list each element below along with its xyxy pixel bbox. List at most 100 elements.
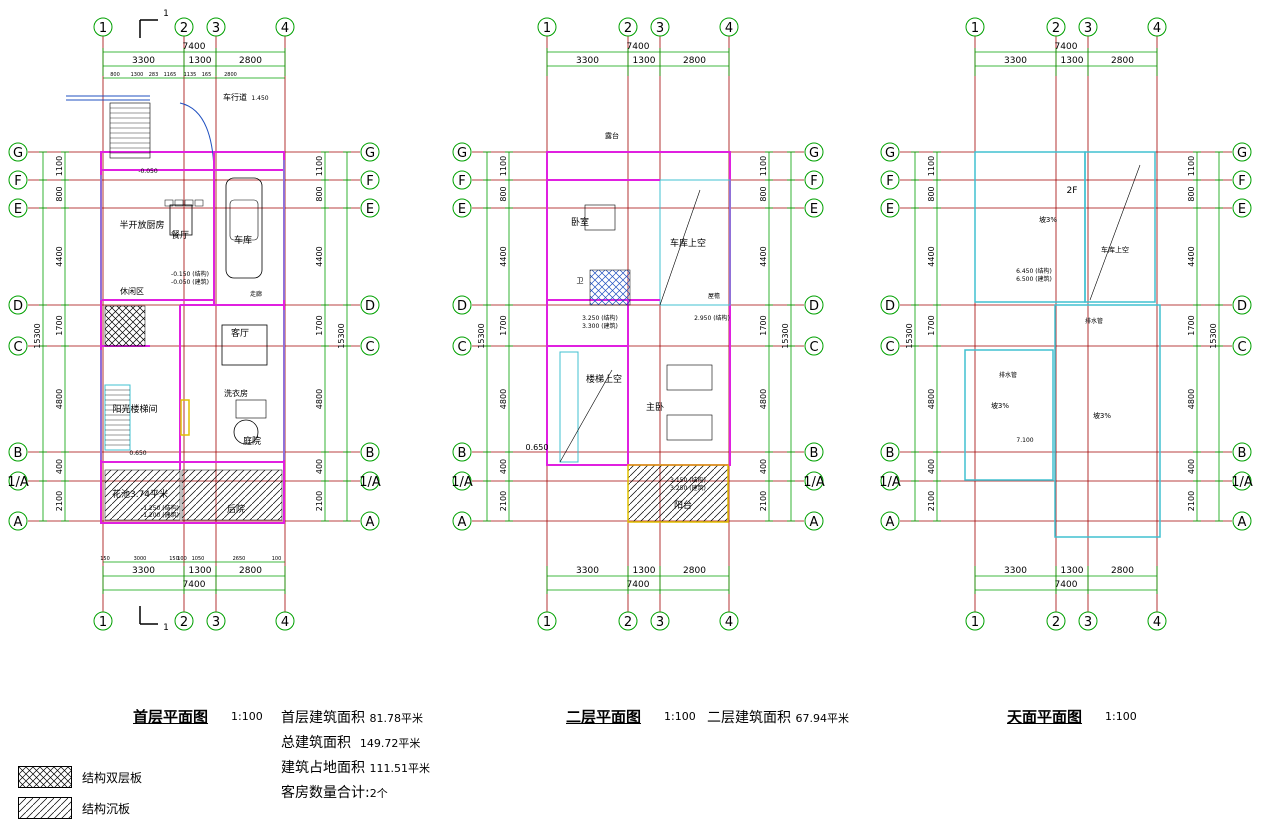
- dining-table: [169, 204, 193, 236]
- col-bubble-4-top-label: 4: [281, 21, 289, 36]
- col-bubble-2-bottom-label: 2: [180, 615, 188, 630]
- row-bubble-A-right-label: A: [366, 515, 375, 530]
- dim-right-total: 15300: [337, 323, 346, 348]
- row-bubble-G-right-circle: [1232, 142, 1252, 162]
- row-bubble-D-right-label: D: [365, 299, 375, 314]
- bed-2a: [666, 364, 713, 391]
- dim-right-row-2: 4400: [1187, 246, 1196, 266]
- row-bubble-D-right-label: D: [1237, 299, 1247, 314]
- room-kitchen: 半开放厨房: [119, 219, 164, 231]
- row-bubble-C-left-label: C: [885, 340, 894, 355]
- row-bubble-1/A-left-label: 1/A: [451, 475, 473, 490]
- row-bubble-E-left-circle: [880, 198, 900, 218]
- roof-slope-1: 坡3%: [1039, 215, 1057, 224]
- dim-right-row-3: 1700: [759, 315, 768, 335]
- dim-left-total: 15300: [477, 323, 486, 348]
- row-bubble-C-left-label: C: [457, 340, 466, 355]
- entry-curve: [179, 102, 215, 171]
- dim-sub-bottom-4: 1050: [192, 556, 205, 562]
- row-bubble-1/A-right-circle: [804, 471, 824, 491]
- col-bubble-2-bottom-label: 2: [1052, 615, 1060, 630]
- row-bubble-E-left-label: E: [458, 202, 466, 217]
- col-bubble-1-top-label: 1: [971, 21, 979, 36]
- row-bubble-B-right-circle: [1232, 442, 1252, 462]
- dim-left-row-4: 4800: [927, 389, 936, 409]
- dim-left-row-1: 800: [927, 186, 936, 201]
- dim-right-row-1: 800: [1187, 186, 1196, 201]
- entry-railing: [66, 95, 150, 101]
- courtyard-table: [235, 399, 267, 419]
- dim-left-row-2: 4400: [55, 246, 64, 266]
- col-bubble-1-bottom-label: 1: [543, 615, 551, 630]
- upper-double-slab: [589, 269, 631, 306]
- col-bubble-2-top-label: 2: [180, 21, 188, 36]
- row-bubble-G-right-circle: [804, 142, 824, 162]
- round-table: [233, 419, 259, 445]
- dim-left-row-5: 400: [927, 459, 936, 474]
- row-bubble-G-right-label: G: [1237, 146, 1247, 161]
- row-bubble-D-right-circle: [1232, 295, 1252, 315]
- col-bubble-4-top-circle: [719, 17, 739, 37]
- dim-sub-top-4: 1135: [184, 72, 197, 78]
- dim-sub-top-2: 283: [149, 72, 159, 78]
- room-living: 客厅: [231, 327, 249, 339]
- dim-bay-top-3: 2800: [683, 56, 706, 66]
- dining-chair: [174, 199, 184, 207]
- dim-bay-bottom-2: 1300: [633, 566, 656, 576]
- row-bubble-B-left-label: B: [458, 446, 467, 461]
- col-bubble-4-bottom-circle: [275, 611, 295, 631]
- col-bubble-3-bottom-label: 3: [1084, 615, 1092, 630]
- col-bubble-3-top-circle: [1078, 17, 1098, 37]
- dim-right-row-5: 400: [1187, 459, 1196, 474]
- dim-right-row-6: 2100: [315, 491, 324, 511]
- dim-right-row-0: 1100: [759, 156, 768, 176]
- col-bubble-2-bottom-circle: [174, 611, 194, 631]
- row-bubble-F-right-circle: [1232, 170, 1252, 190]
- garage-car-roof: [229, 199, 259, 241]
- row-bubble-B-left-label: B: [886, 446, 895, 461]
- col-bubble-1-bottom-label: 1: [971, 615, 979, 630]
- row-bubble-C-left-label: C: [13, 340, 22, 355]
- dim-left-total: 15300: [33, 323, 42, 348]
- dim-sub-bottom-5: 2650: [233, 556, 246, 562]
- row-bubble-C-left-circle: [452, 336, 472, 356]
- row-bubble-E-right-circle: [360, 198, 380, 218]
- row-bubble-1/A-left-circle: [880, 471, 900, 491]
- row-bubble-1/A-left-circle: [452, 471, 472, 491]
- dim-bay-top-3: 2800: [1111, 56, 1134, 66]
- row-bubble-G-left-label: G: [457, 146, 467, 161]
- dim-left-row-0: 1100: [55, 156, 64, 176]
- dim-right-row-3: 1700: [315, 315, 324, 335]
- row-bubble-1/A-right-circle: [1232, 471, 1252, 491]
- row-bubble-C-right-circle: [804, 336, 824, 356]
- roof-pipe-2: 排水管: [999, 371, 1017, 379]
- dim-total-bottom-label: 7400: [183, 580, 206, 590]
- dim-bay-top-2: 1300: [1061, 56, 1084, 66]
- room-terrace: 露台: [605, 131, 619, 140]
- row-bubble-C-right-label: C: [365, 340, 374, 355]
- row-bubble-B-right-circle: [360, 442, 380, 462]
- room-count-line: 客房数量合计:2个: [281, 782, 388, 802]
- dim-sub-bottom-6: 100: [272, 556, 282, 562]
- dining-chair: [184, 199, 194, 207]
- dim-bay-bottom-1: 3300: [132, 566, 155, 576]
- col-bubble-4-top-circle: [1147, 17, 1167, 37]
- col-bubble-4-top-circle: [275, 17, 295, 37]
- room-garage-void: 车库上空: [670, 237, 706, 249]
- row-bubble-B-left-label: B: [14, 446, 23, 461]
- dim-right-total: 15300: [781, 323, 790, 348]
- col-bubble-2-top-circle: [618, 17, 638, 37]
- dim-bay-bottom-3: 2800: [239, 566, 262, 576]
- total-area-line: 总建筑面积 149.72平米: [281, 732, 420, 752]
- room-stair-void: 楼梯上空: [586, 373, 622, 385]
- row-bubble-A-left-label: A: [458, 515, 467, 530]
- roof-height-1: 6.450 (结构): [1016, 267, 1052, 275]
- ground-plan-title: 首层平面图: [133, 708, 209, 726]
- row-bubble-C-right-circle: [1232, 336, 1252, 356]
- upper-stair-flight: [559, 351, 579, 463]
- row-bubble-A-left-label: A: [14, 515, 23, 530]
- bed-1: [584, 204, 616, 231]
- garage-void-outline: [659, 179, 731, 306]
